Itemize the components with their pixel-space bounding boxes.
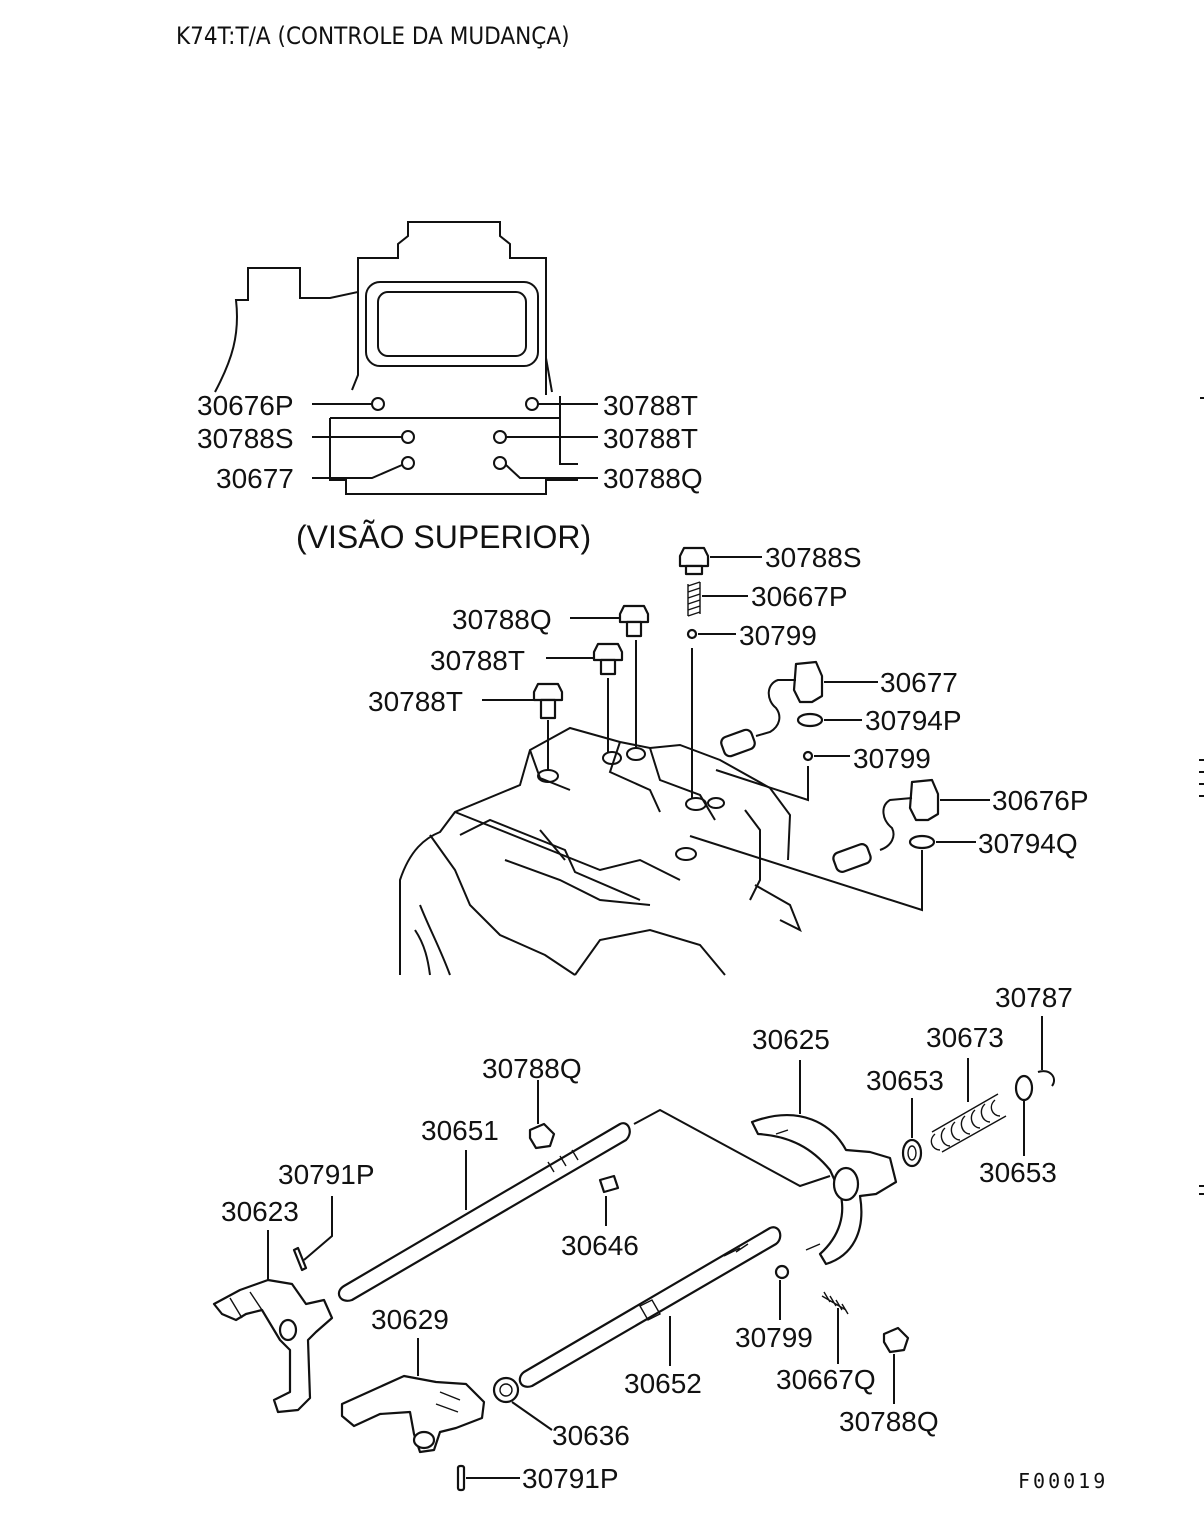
top-label-30788t-a: 30788T	[603, 390, 698, 421]
bottom-label-30791p-a: 30791P	[278, 1159, 375, 1190]
mid-label-30788t-b: 30788T	[368, 686, 463, 717]
mid-label-30667p: 30667P	[751, 581, 848, 612]
mid-label-30788s: 30788S	[765, 542, 862, 573]
bottom-label-30651: 30651	[421, 1115, 499, 1146]
bottom-label-30629: 30629	[371, 1304, 449, 1335]
bottom-label-30788q-a: 30788Q	[482, 1053, 582, 1084]
top-label-30788s: 30788S	[197, 423, 294, 454]
mid-label-30794p: 30794P	[865, 705, 962, 736]
bottom-label-30625: 30625	[752, 1024, 830, 1055]
top-label-30676p: 30676P	[197, 390, 294, 421]
top-label-30788t-b: 30788T	[603, 423, 698, 454]
mid-view-housing	[399, 640, 923, 976]
bottom-view-parts	[212, 1016, 1056, 1492]
top-label-30677: 30677	[216, 463, 294, 494]
bottom-label-30653-a: 30653	[866, 1065, 944, 1096]
mid-view-parts	[482, 546, 990, 873]
bottom-label-30623: 30623	[221, 1196, 299, 1227]
bottom-label-30788q-b: 30788Q	[839, 1406, 939, 1437]
top-view-caption: (VISÃO SUPERIOR)	[296, 519, 591, 555]
bottom-label-30652: 30652	[624, 1368, 702, 1399]
edge-marks	[1199, 397, 1204, 1195]
figure-code: F00019	[1018, 1469, 1108, 1493]
mid-label-30788q: 30788Q	[452, 604, 552, 635]
mid-label-30676p: 30676P	[992, 785, 1089, 816]
mid-label-30799-a: 30799	[739, 620, 817, 651]
bottom-label-30799: 30799	[735, 1322, 813, 1353]
bottom-label-30667q: 30667Q	[776, 1364, 876, 1395]
mid-label-30788t-a: 30788T	[430, 645, 525, 676]
top-view-housing	[214, 221, 598, 495]
mid-label-30677: 30677	[880, 667, 958, 698]
mid-label-30794q: 30794Q	[978, 828, 1078, 859]
bottom-label-30653-b: 30653	[979, 1157, 1057, 1188]
bottom-label-30636: 30636	[552, 1420, 630, 1451]
diagram-title: K74T:T/A (CONTROLE DA MUDANÇA)	[176, 22, 570, 50]
mid-label-30799-b: 30799	[853, 743, 931, 774]
bottom-label-30791p-b: 30791P	[522, 1463, 619, 1494]
bottom-label-30673: 30673	[926, 1022, 1004, 1053]
bottom-label-30646: 30646	[561, 1230, 639, 1261]
top-label-30788q: 30788Q	[603, 463, 703, 494]
bottom-label-30787: 30787	[995, 982, 1073, 1013]
